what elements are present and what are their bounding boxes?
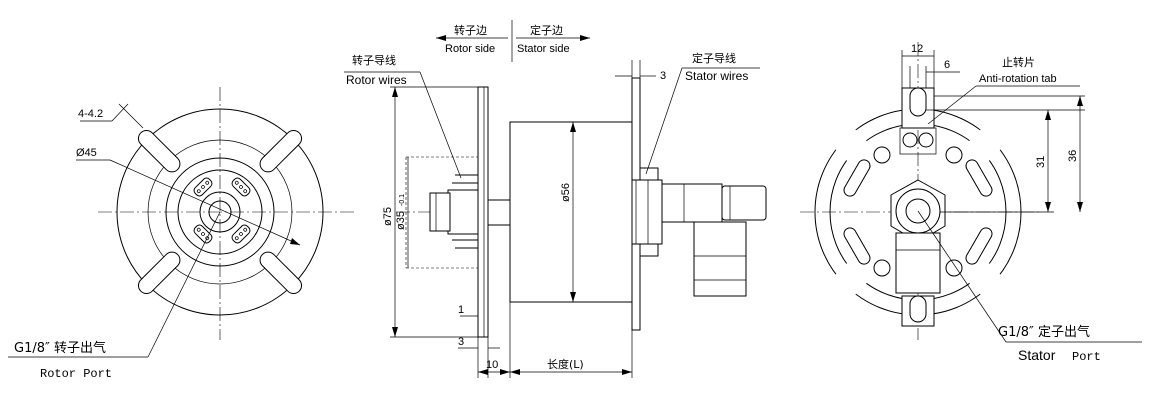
rotor-wires-cn: 转子导线 — [352, 53, 396, 67]
stator-front-view: 12 6 止转片 Anti-rotation tab 31 36 G1/8″ 定… — [800, 42, 1142, 364]
hole-note-label: 4-4.2 — [78, 108, 103, 120]
stator-port-fitting — [895, 232, 941, 294]
stator-connectors — [843, 146, 993, 277]
dim-31-label: 31 — [1035, 156, 1047, 168]
slot — [137, 251, 181, 295]
stator-nut — [631, 179, 663, 245]
stator-wires-leader — [645, 67, 683, 175]
tab-cn-label: 止转片 — [1002, 55, 1035, 69]
dim-36-label: 36 — [1067, 150, 1079, 162]
dim-10-label: 10 — [486, 359, 498, 371]
stator-side-cn: 定子边 — [530, 23, 563, 37]
main-body — [509, 121, 633, 303]
hub-circle — [199, 191, 241, 233]
rotor-wires-leader — [419, 71, 462, 179]
stator-wires-en: Stator wires — [685, 69, 748, 83]
rotor-port-en-label: Rotor Port — [40, 367, 112, 381]
dim-35-tol: -0.1 — [399, 194, 406, 206]
stator-port-en-b: Port — [1072, 350, 1101, 364]
dim-75-label: ø75 — [382, 207, 394, 226]
diameter-leader — [109, 159, 301, 246]
fitting-head — [721, 185, 767, 221]
tab-en-label: Anti-rotation tab — [979, 73, 1057, 85]
side-view: 转子边 Rotor side 定子边 Stator side — [344, 20, 767, 378]
fitting-outlet — [693, 221, 747, 297]
elbow-fitting — [661, 183, 767, 297]
inner-circle — [177, 169, 263, 255]
body-circle — [165, 157, 275, 267]
stator-port-cn-label: G1/8″ 定子出气 — [998, 324, 1090, 340]
rotor-connectors — [193, 177, 251, 244]
dim-6-label: 6 — [944, 59, 950, 71]
port-circle — [208, 200, 232, 224]
dim-56-label: ø56 — [560, 183, 572, 202]
slot — [137, 129, 181, 173]
slot — [259, 129, 303, 173]
rotor-port-fitting — [429, 192, 451, 232]
diameter-label: Ø45 — [76, 147, 97, 159]
dim-3-top-label: 3 — [660, 70, 666, 82]
rotor-shaft — [487, 199, 511, 226]
slot — [259, 251, 303, 295]
rotor-port-leader — [147, 211, 221, 358]
rotor-side-cn: 转子边 — [454, 23, 487, 37]
rotor-side-en: Rotor side — [445, 43, 495, 55]
dim-3-bottom-label: 3 — [458, 336, 464, 348]
dim-length-label: 长度(L) — [547, 357, 584, 371]
stator-port-leader — [917, 210, 1007, 343]
rotor-hub — [447, 189, 479, 235]
stator-wires-cn: 定子导线 — [692, 51, 736, 65]
dim-35-label: ø35 — [395, 211, 407, 230]
dim-12-label: 12 — [911, 43, 923, 55]
rotor-wires-en: Rotor wires — [346, 73, 407, 87]
rotor-flange — [477, 86, 489, 338]
dim-1-label: 1 — [458, 304, 464, 316]
mounting-slots — [137, 129, 303, 295]
rotor-front-view: Ø45 4-4.2 G1/8″ 转子出气 Rotor Port — [8, 87, 355, 381]
outer-flange — [116, 108, 324, 316]
tab-leader — [927, 85, 977, 125]
fitting-body — [661, 183, 723, 223]
rotor-port-cn-label: G1/8″ 转子出气 — [14, 340, 106, 356]
stator-port-en-a: Stator — [1018, 347, 1056, 363]
pitch-circle — [147, 139, 293, 285]
stator-side-en: Stator side — [517, 43, 570, 55]
